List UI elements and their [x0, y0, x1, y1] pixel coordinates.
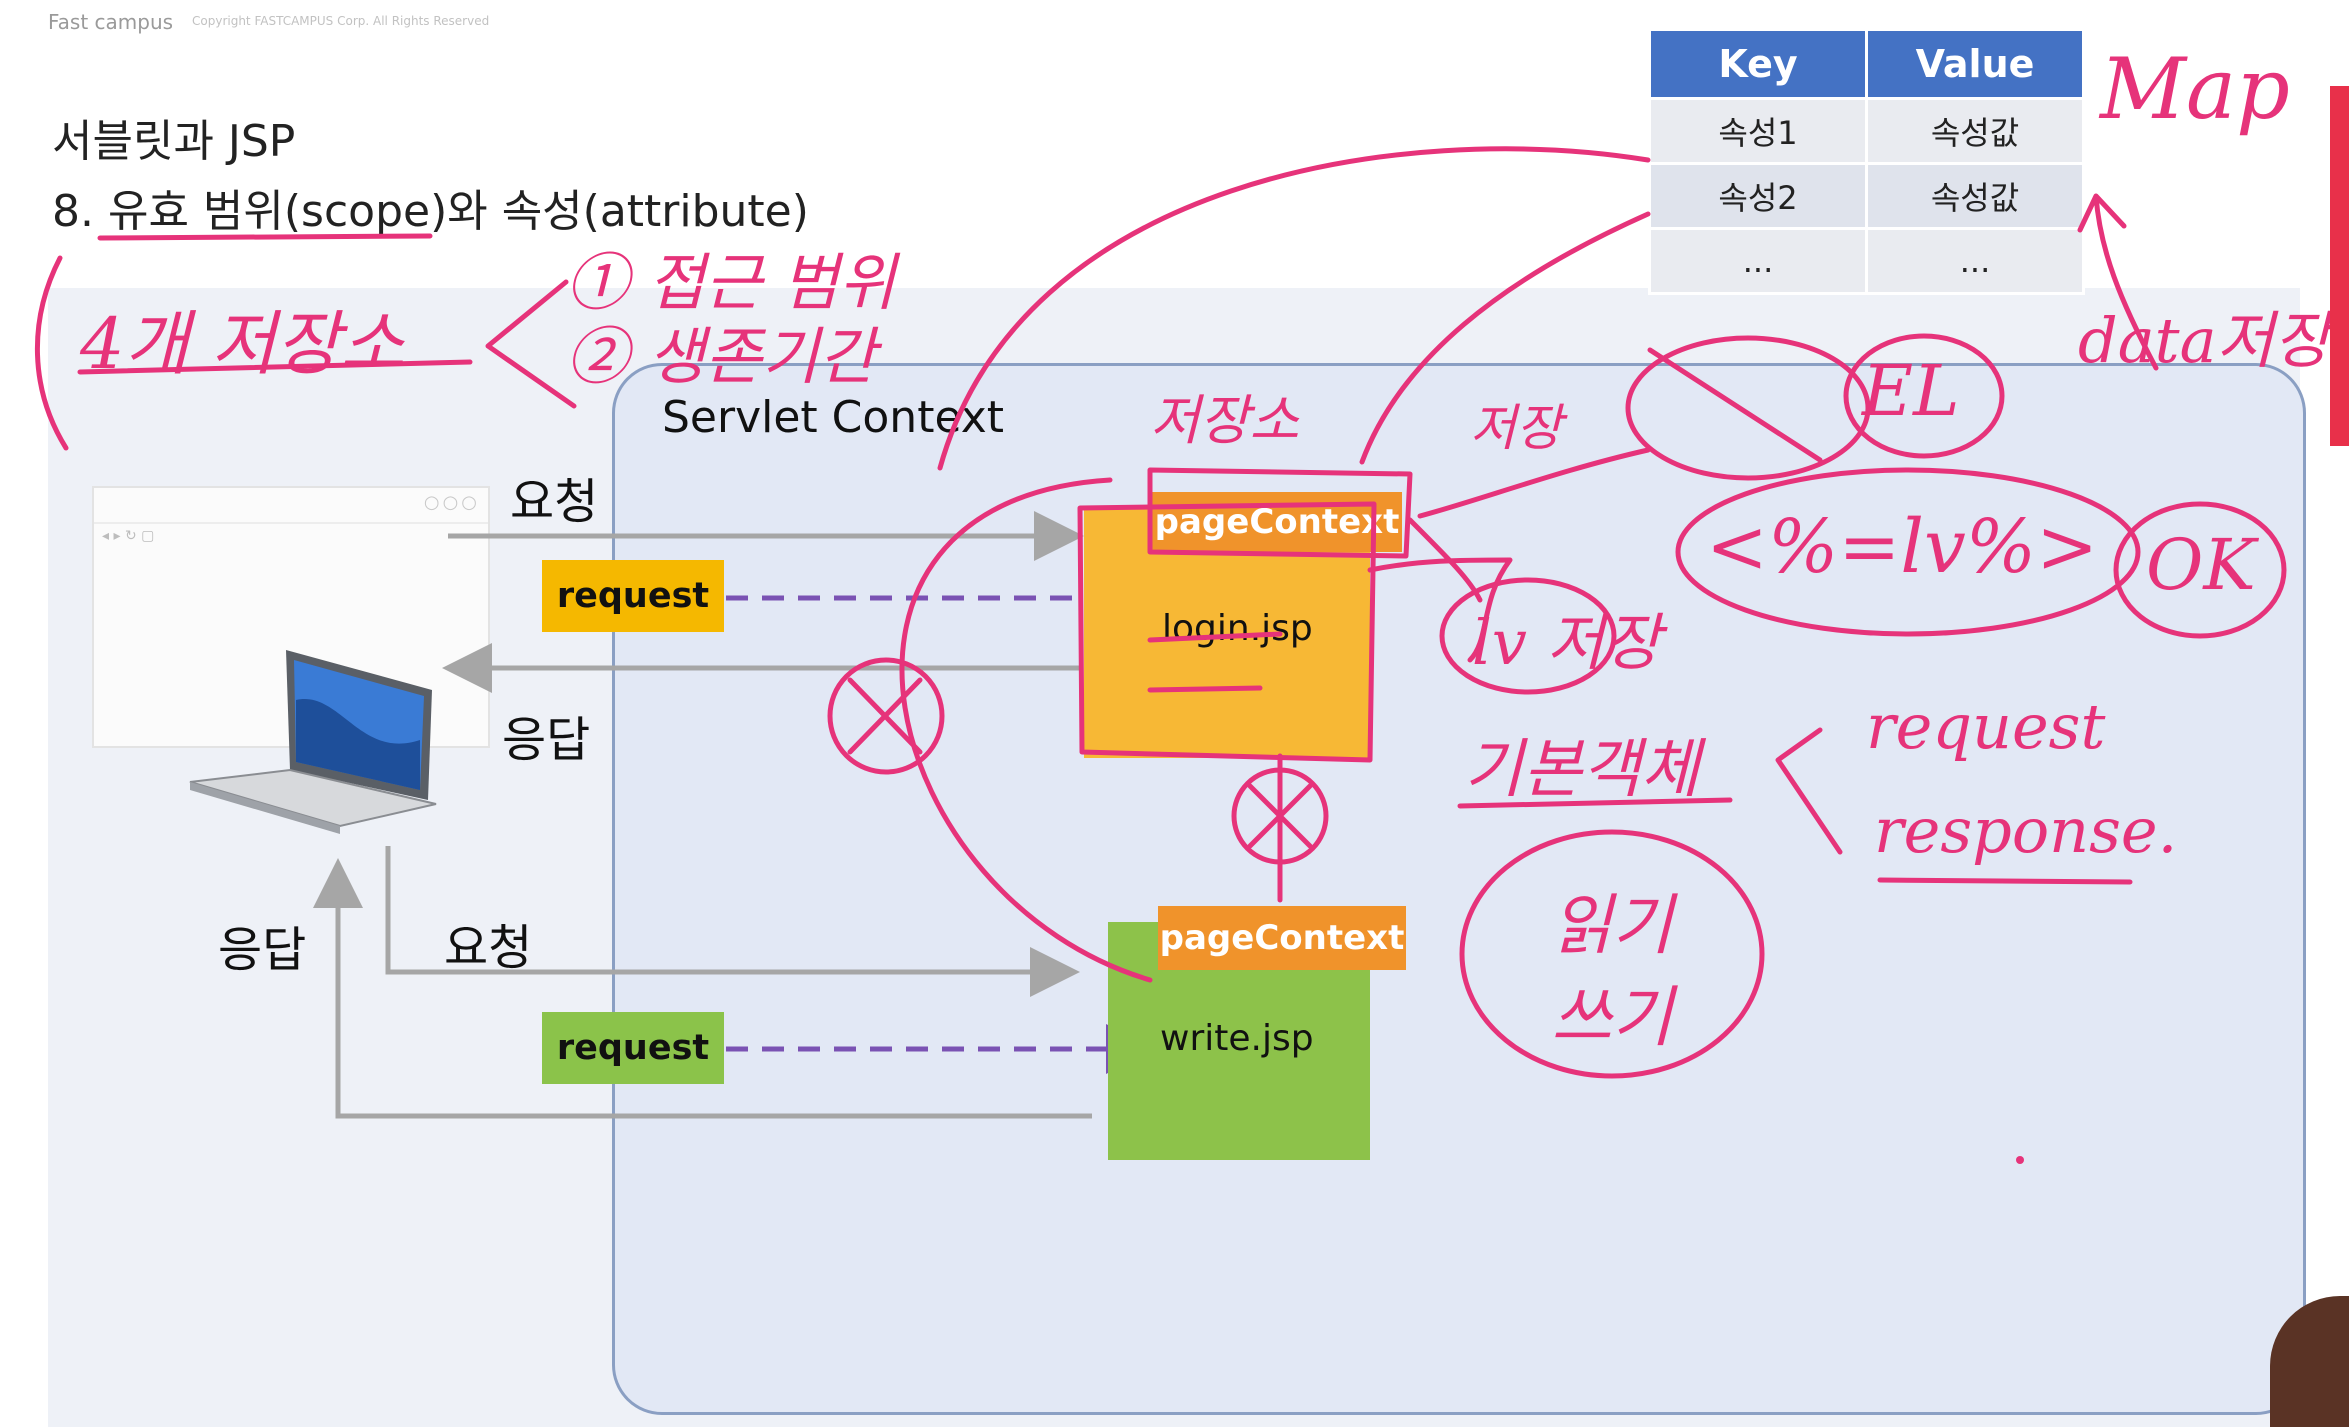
scope-bracket	[485, 279, 577, 409]
four-stores-underline	[77, 359, 473, 375]
el-oval	[1843, 333, 2005, 459]
crossed-oval	[1625, 335, 1871, 481]
response-arrow-bottom	[313, 858, 1092, 1119]
table-header-value: Value	[1865, 28, 2085, 100]
table-cell: 속성1	[1648, 97, 1868, 165]
read-write-annotation: 읽기 쓰기	[1551, 887, 1673, 1056]
basic-objects-underline	[1457, 797, 1733, 809]
request-badge-top: request	[542, 560, 724, 632]
browser-tab-bar	[94, 488, 488, 524]
login-jsp-label: login.jsp	[1162, 608, 1313, 649]
expression-annotation: <%=lv%>	[1706, 504, 2099, 590]
data-store-annotation: data저장	[2078, 304, 2331, 377]
slide-title: 서블릿과 JSP	[52, 116, 296, 167]
table-row: 속성2 속성값	[1648, 162, 2085, 230]
read-write-oval	[1459, 829, 1765, 1079]
request-word-annotation: request	[1866, 690, 2106, 763]
response-label-top: 응답	[502, 712, 591, 768]
basic-objects-annotation: 기본객체	[1464, 733, 1700, 807]
cross-mark-left	[847, 677, 923, 755]
title-underline	[97, 233, 433, 241]
curve-table-to-page	[1359, 211, 1651, 465]
window-controls-icon: ○○○	[423, 492, 480, 513]
request-arrow-bottom	[385, 846, 1080, 997]
table-cell: 속성값	[1865, 162, 2085, 230]
login-scribble	[1077, 501, 1377, 763]
brand-logo: Fast campus	[48, 10, 174, 34]
oval-strike	[1647, 347, 1823, 463]
servlet-context-label: Servlet Context	[662, 392, 1005, 443]
save-arrow	[1417, 447, 1651, 519]
access-curve	[1367, 557, 1513, 663]
ok-annotation: OK	[2146, 524, 2256, 606]
ok-oval	[2113, 501, 2287, 639]
table-cell: 속성값	[1865, 97, 2085, 165]
response-word-annotation: response.	[1874, 794, 2178, 867]
login-lines	[1147, 631, 1283, 693]
expression-oval	[1675, 467, 2141, 637]
table-cell: ...	[1648, 227, 1868, 295]
left-bracket	[34, 255, 69, 451]
browser-nav-icon: ◂ ▸ ↻ ▢	[102, 528, 155, 544]
map-arrow	[2077, 193, 2159, 371]
lifetime-annotation: ② 생존기간	[566, 320, 876, 393]
response-underline	[1877, 877, 2133, 885]
table-cell: ...	[1865, 227, 2085, 295]
write-jsp-label: write.jsp	[1160, 1018, 1314, 1059]
table-row: ... ...	[1648, 227, 2085, 295]
slide-subtitle: 8. 유효 범위(scope)와 속성(attribute)	[52, 186, 809, 237]
response-label-bottom: 응답	[218, 922, 307, 978]
store-word-annotation: 저장소	[1150, 389, 1300, 452]
attribute-map-table: Key Value 속성1 속성값 속성2 속성값 ... ...	[1648, 28, 2085, 295]
curve-to-table	[937, 146, 1651, 471]
request-label-top: 요청	[510, 474, 599, 530]
lv-oval	[1439, 577, 1617, 695]
table-cell: 속성2	[1648, 162, 1868, 230]
lv-save-annotation: lv 저장	[1472, 606, 1661, 679]
request-badge-bottom: request	[542, 1012, 724, 1084]
basic-objects-bracket	[1775, 727, 1843, 855]
table-header-key: Key	[1648, 28, 1868, 100]
four-stores-annotation: 4개 저장소	[80, 303, 405, 385]
map-annotation: Map	[2100, 40, 2290, 138]
access-scope-annotation: ① 접근 범위	[566, 246, 896, 319]
el-annotation: EL	[1862, 350, 1960, 432]
table-row: 속성1 속성값	[1648, 97, 2085, 165]
page-context-tag-bottom: pageContext	[1158, 906, 1406, 970]
save-word-annotation: 저장	[1470, 399, 1562, 457]
request-label-bottom: 요청	[444, 920, 533, 976]
page-context-box-ink	[1147, 467, 1413, 559]
cross-circle-left	[827, 657, 945, 775]
lv-arrow	[1407, 517, 1483, 603]
copyright-text: Copyright FASTCAMPUS Corp. All Rights Re…	[192, 14, 490, 28]
laptop-icon	[189, 650, 437, 834]
side-marker	[2330, 86, 2349, 446]
curve-write-to-page	[899, 477, 1153, 983]
ink-dot	[2016, 1156, 2024, 1164]
